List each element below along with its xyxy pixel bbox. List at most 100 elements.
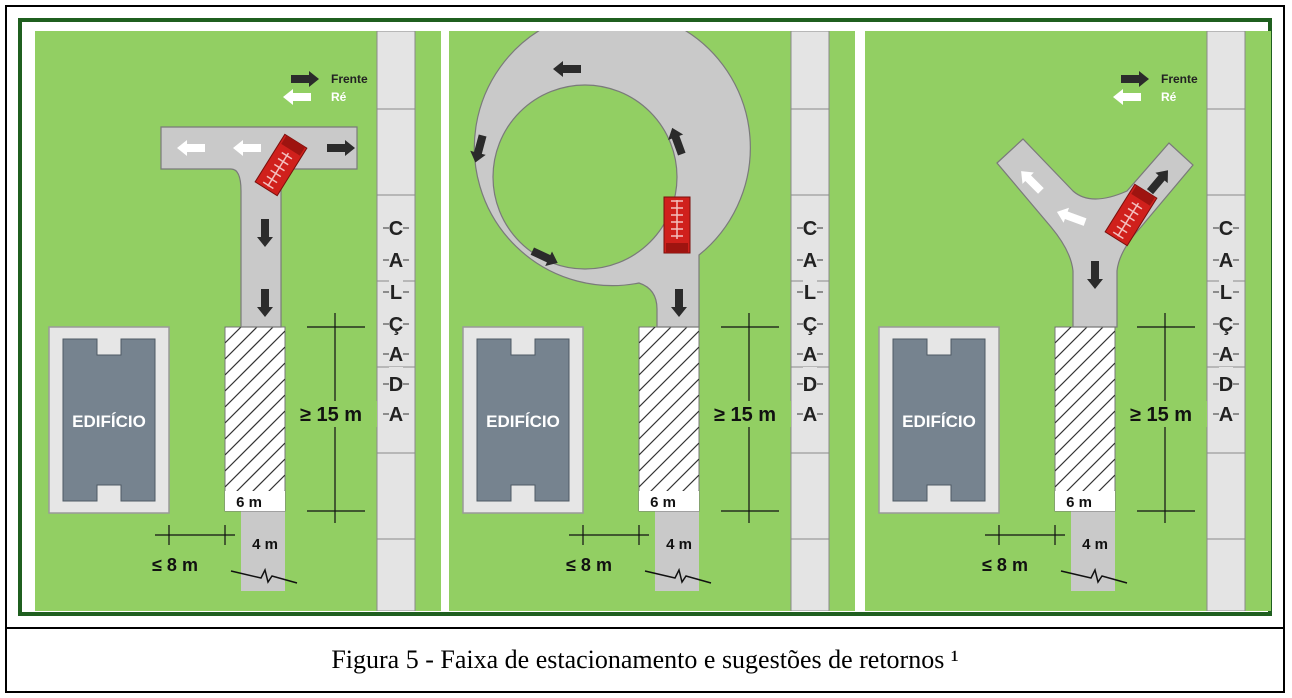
- length-label: ≥ 15 m: [300, 404, 362, 426]
- forward-arrow: [257, 289, 273, 317]
- sidewalk-letter-bg: [389, 275, 403, 303]
- legend-forward-arrow: [291, 71, 319, 87]
- sidewalk-letter: D: [1219, 374, 1233, 396]
- sidewalk-letter-bg: [1219, 367, 1233, 395]
- building-label: EDIFÍCIO: [486, 412, 560, 431]
- building-label: EDIFÍCIO: [72, 412, 146, 431]
- sidewalk-letter-bg: [389, 397, 403, 425]
- sidewalk-letter-bg: [1219, 397, 1233, 425]
- road-y: [996, 138, 1194, 328]
- fire-truck: [254, 133, 308, 197]
- distance-label: ≤ 8 m: [566, 555, 612, 575]
- sidewalk-letter-bg: [1219, 275, 1233, 303]
- legend-forward-arrow: [1121, 71, 1149, 87]
- distance-label: ≤ 8 m: [982, 555, 1028, 575]
- forward-arrow: [327, 140, 355, 156]
- sidewalk-letter-bg: [1219, 337, 1233, 365]
- sidewalk-letter: Ç: [803, 314, 817, 336]
- sidewalk-letter-bg: [389, 211, 403, 239]
- sidewalk-letter-bg: [803, 307, 817, 335]
- road-width-label: 4 m: [252, 536, 278, 553]
- building-label: EDIFÍCIO: [902, 412, 976, 431]
- parking-strip-hatch: [1055, 327, 1115, 491]
- sidewalk-letter: A: [389, 404, 403, 426]
- legend-reverse-label: Ré: [1161, 90, 1177, 104]
- parking-strip-hatch: [639, 327, 699, 491]
- forward-arrow: [1146, 170, 1168, 195]
- sidewalk-letter-bg: [803, 275, 817, 303]
- sidewalk-letter-bg: [803, 367, 817, 395]
- width-label: 6 m: [650, 494, 676, 511]
- forward-arrow: [1087, 261, 1103, 289]
- sidewalk-letter-bg: [1219, 243, 1233, 271]
- width-label-bg: [639, 491, 699, 511]
- legend-reverse-arrow: [283, 89, 311, 105]
- loop-island: [492, 84, 678, 270]
- sidewalk-letter: L: [1220, 282, 1232, 304]
- sidewalk-letter-bg: [1219, 307, 1233, 335]
- sidewalk-letter: A: [803, 404, 817, 426]
- sidewalk-letter-bg: [803, 211, 817, 239]
- legend-reverse-label: Ré: [331, 90, 347, 104]
- forward-arrow: [671, 289, 687, 317]
- figure-caption: Figura 5 - Faixa de estacionamento e sug…: [331, 645, 959, 674]
- grass-area: [865, 31, 1271, 611]
- building-block: [892, 338, 986, 502]
- sidewalk-letter: A: [1219, 250, 1233, 272]
- legend-forward-label: Frente: [1161, 72, 1198, 86]
- road-width-label: 4 m: [666, 536, 692, 553]
- reverse-arrow: [1021, 171, 1044, 194]
- sidewalk-letter: A: [389, 344, 403, 366]
- sidewalk-letter: L: [390, 282, 402, 304]
- sidewalk-letter-bg: [803, 337, 817, 365]
- length-label: ≥ 15 m: [714, 404, 776, 426]
- fire-truck: [663, 196, 691, 254]
- sidewalk-letter-bg: [389, 243, 403, 271]
- sidewalk-letter-bg: [803, 243, 817, 271]
- length-label-bg: [287, 401, 377, 427]
- distance-label: ≤ 8 m: [152, 555, 198, 575]
- forward-arrow: [470, 134, 487, 163]
- sidewalk-letter: Ç: [1219, 314, 1233, 336]
- parking-strip-hatch: [225, 327, 285, 491]
- sidewalk-letter: C: [389, 218, 403, 240]
- forward-arrow: [257, 219, 273, 247]
- width-label: 6 m: [1066, 494, 1092, 511]
- sidewalk-letter-bg: [389, 307, 403, 335]
- sidewalk-letter: A: [1219, 404, 1233, 426]
- forward-arrow: [668, 127, 686, 156]
- forward-arrow: [530, 247, 558, 266]
- reverse-arrow: [177, 140, 205, 156]
- sidewalk-letter: Ç: [389, 314, 403, 336]
- legend-reverse-arrow: [1113, 89, 1141, 105]
- sidewalk-letter-bg: [1219, 211, 1233, 239]
- sidewalk-letter: A: [1219, 344, 1233, 366]
- forward-arrow: [553, 61, 581, 77]
- sidewalk-letter: A: [389, 250, 403, 272]
- sidewalk-letter: C: [1219, 218, 1233, 240]
- length-label-bg: [701, 401, 791, 427]
- reverse-arrow: [233, 140, 261, 156]
- sidewalk: [790, 31, 830, 611]
- sidewalk-letter-bg: [803, 397, 817, 425]
- sidewalk-letter: D: [803, 374, 817, 396]
- length-label-bg: [1117, 401, 1207, 427]
- building-block: [62, 338, 156, 502]
- sidewalk-letter: C: [803, 218, 817, 240]
- sidewalk-letter: L: [804, 282, 816, 304]
- break-line: [230, 567, 298, 584]
- width-label-bg: [1055, 491, 1115, 511]
- sidewalk-letter: A: [803, 250, 817, 272]
- sidewalk-letter-bg: [389, 337, 403, 365]
- width-label-bg: [225, 491, 285, 511]
- sidewalk-letter-bg: [389, 367, 403, 395]
- sidewalk-letter: A: [803, 344, 817, 366]
- width-label: 6 m: [236, 494, 262, 511]
